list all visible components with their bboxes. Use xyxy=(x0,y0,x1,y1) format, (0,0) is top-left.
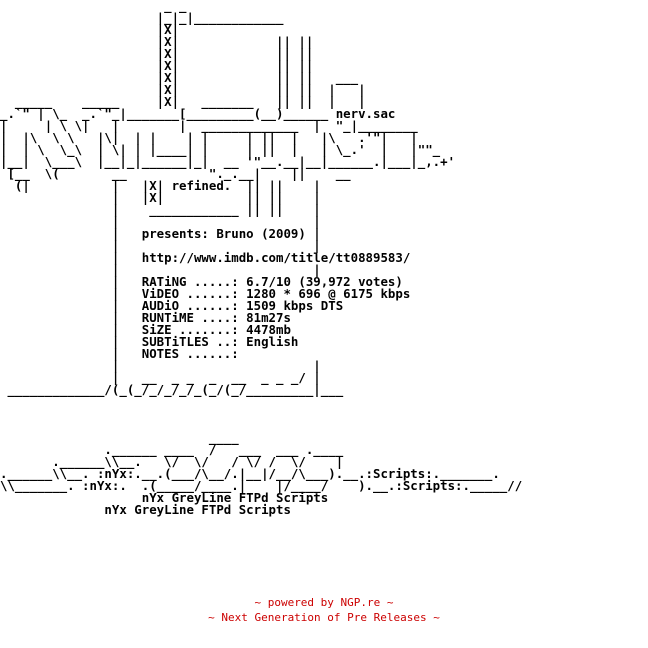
tagline-text: ~ Next Generation of Pre Releases ~ xyxy=(208,611,440,624)
nfo-ascii-art: _ _ |_|_|____________ |X| |X| || || |X| … xyxy=(0,0,523,517)
powered-by-text: ~ powered by NGP.re ~ xyxy=(254,596,394,609)
footer-block: ~ powered by NGP.re ~ ~ Next Generation … xyxy=(0,595,648,625)
